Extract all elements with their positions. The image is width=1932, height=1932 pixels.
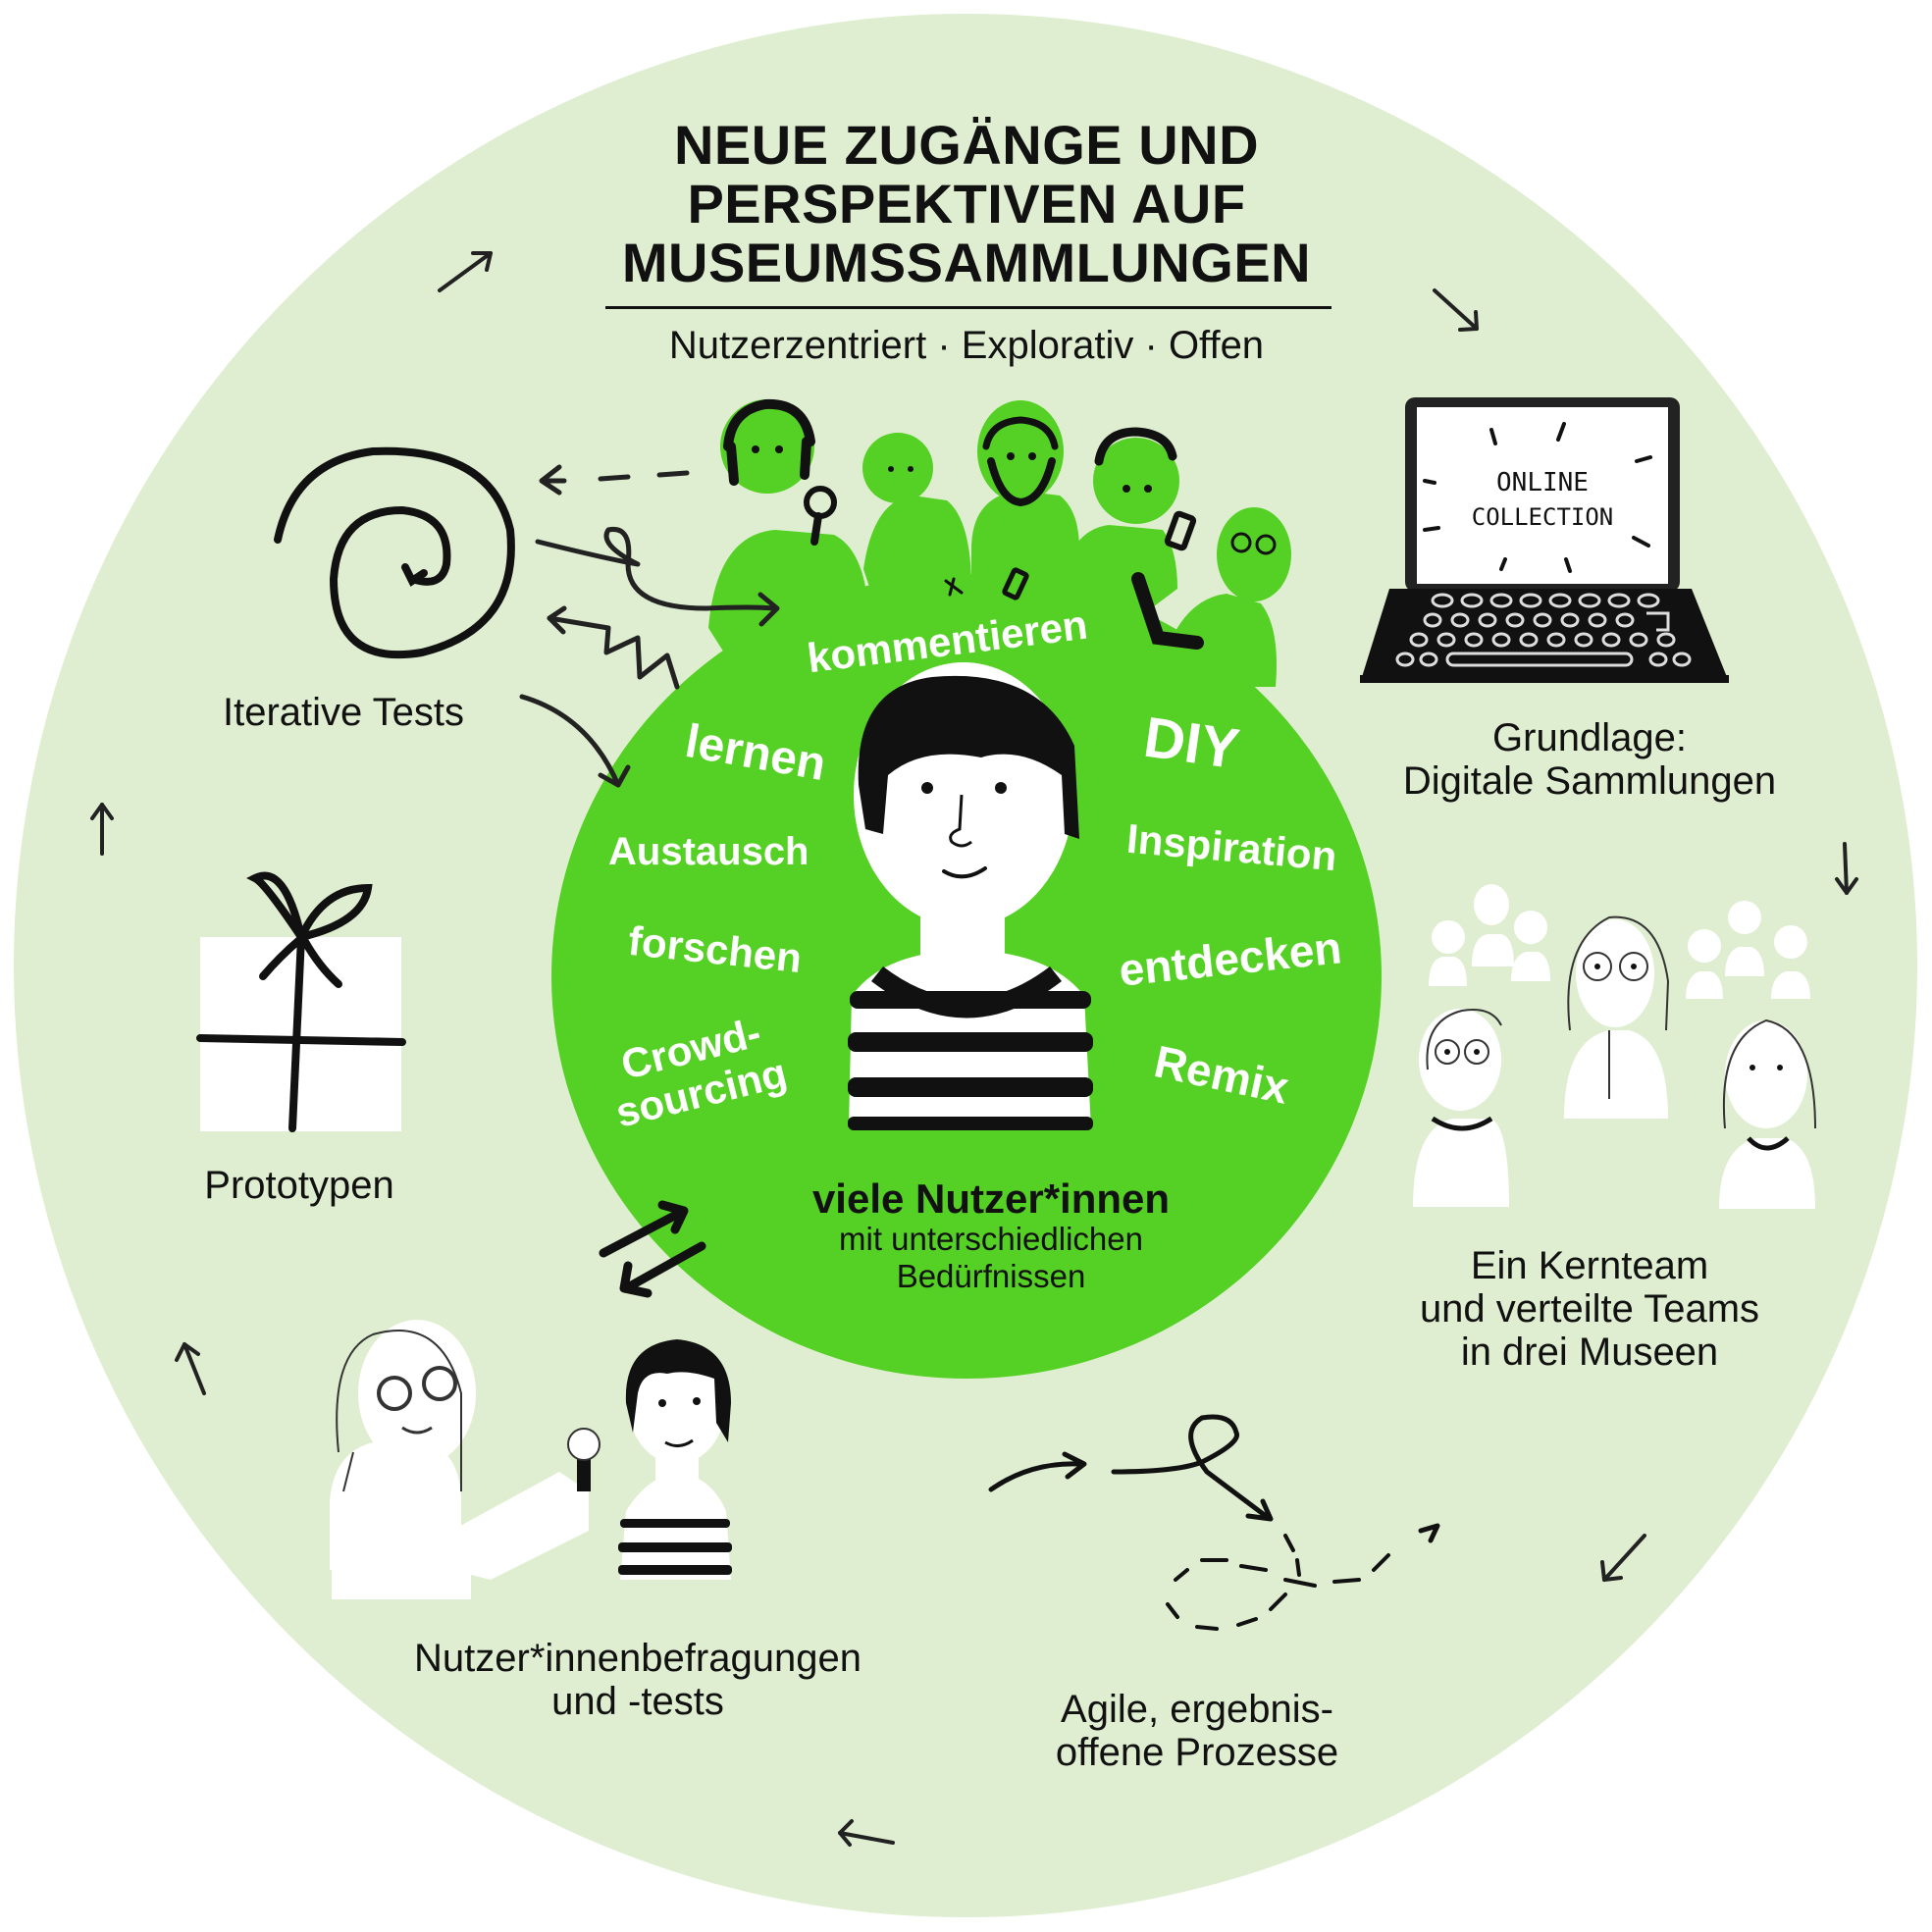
team-line-1: Ein Kernteam [1470, 1244, 1709, 1287]
label-team: Ein Kernteam und verteilte Teams in drei… [1393, 1244, 1786, 1374]
central-user-icon [848, 662, 1093, 1130]
cycle-arrow-bottom-right [1600, 1534, 1646, 1582]
green-people-group-icon [708, 399, 1291, 687]
label-iterative-tests: Iterative Tests [222, 691, 465, 734]
title-line-2: PERSPEKTIVEN AUF [687, 173, 1246, 235]
cycle-arrow-top-left [438, 251, 493, 292]
agile-line-2: offene Prozesse [1055, 1731, 1339, 1774]
user-research-line-1: Nutzer*innenbefragungen [414, 1637, 862, 1680]
caption-sub-2: Bedürfnissen [896, 1258, 1086, 1294]
exchange-arrows-icon [599, 1200, 706, 1298]
green-people-faces [752, 445, 1152, 493]
feedback-arrows-icon [519, 464, 780, 788]
laptop-screen-line-1: ONLINE [1496, 468, 1589, 497]
cycle-arrow-left [90, 803, 114, 856]
title-underline [605, 306, 1332, 309]
title-line-3: MUSEUMSSAMMLUNGEN [621, 232, 1312, 293]
cycle-arrow-top-right [1433, 288, 1479, 332]
label-digital: Grundlage: Digitale Sammlungen [1374, 716, 1805, 803]
team-line-3: in drei Museen [1460, 1331, 1719, 1374]
cycle-arrow-bottom-left [175, 1342, 206, 1395]
subtitle: Nutzerzentriert · Explorativ · Offen [668, 324, 1265, 367]
digital-line-1: Grundlage: [1492, 716, 1687, 759]
center-caption: viele Nutzer*innen mit unterschiedlichen… [746, 1177, 1236, 1295]
green-people-linework [723, 398, 1277, 650]
label-agile: Agile, ergebnis- offene Prozesse [1020, 1688, 1374, 1774]
cycle-arrow-bottom [838, 1819, 895, 1847]
team-people-icon [1413, 884, 1816, 1209]
spiral-icon [274, 446, 515, 659]
cycle-arrow-right [1835, 842, 1858, 895]
laptop-screen-line-2: COLLECTION [1472, 503, 1614, 531]
title-line-1: NEUE ZUGÄNGE UND [673, 114, 1260, 176]
label-user-research: Nutzer*innenbefragungen und -tests [373, 1637, 903, 1723]
laptop-icon: ONLINE COLLECTION [1360, 397, 1729, 683]
activity-austausch: Austausch [608, 830, 809, 873]
caption-sub-1: mit unterschiedlichen [839, 1221, 1143, 1257]
page-title: NEUE ZUGÄNGE UND PERSPEKTIVEN AUF MUSEUM… [589, 116, 1344, 292]
label-prototypes: Prototypen [204, 1164, 394, 1207]
user-research-line-2: und -tests [551, 1680, 724, 1723]
interview-icon [330, 1320, 732, 1599]
gift-box-icon [196, 871, 406, 1132]
digital-line-2: Digitale Sammlungen [1402, 759, 1777, 803]
caption-main: viele Nutzer*innen [811, 1175, 1171, 1222]
loop-path-icon [988, 1414, 1440, 1631]
agile-line-1: Agile, ergebnis- [1061, 1688, 1333, 1731]
team-line-2: und verteilte Teams [1419, 1287, 1760, 1331]
